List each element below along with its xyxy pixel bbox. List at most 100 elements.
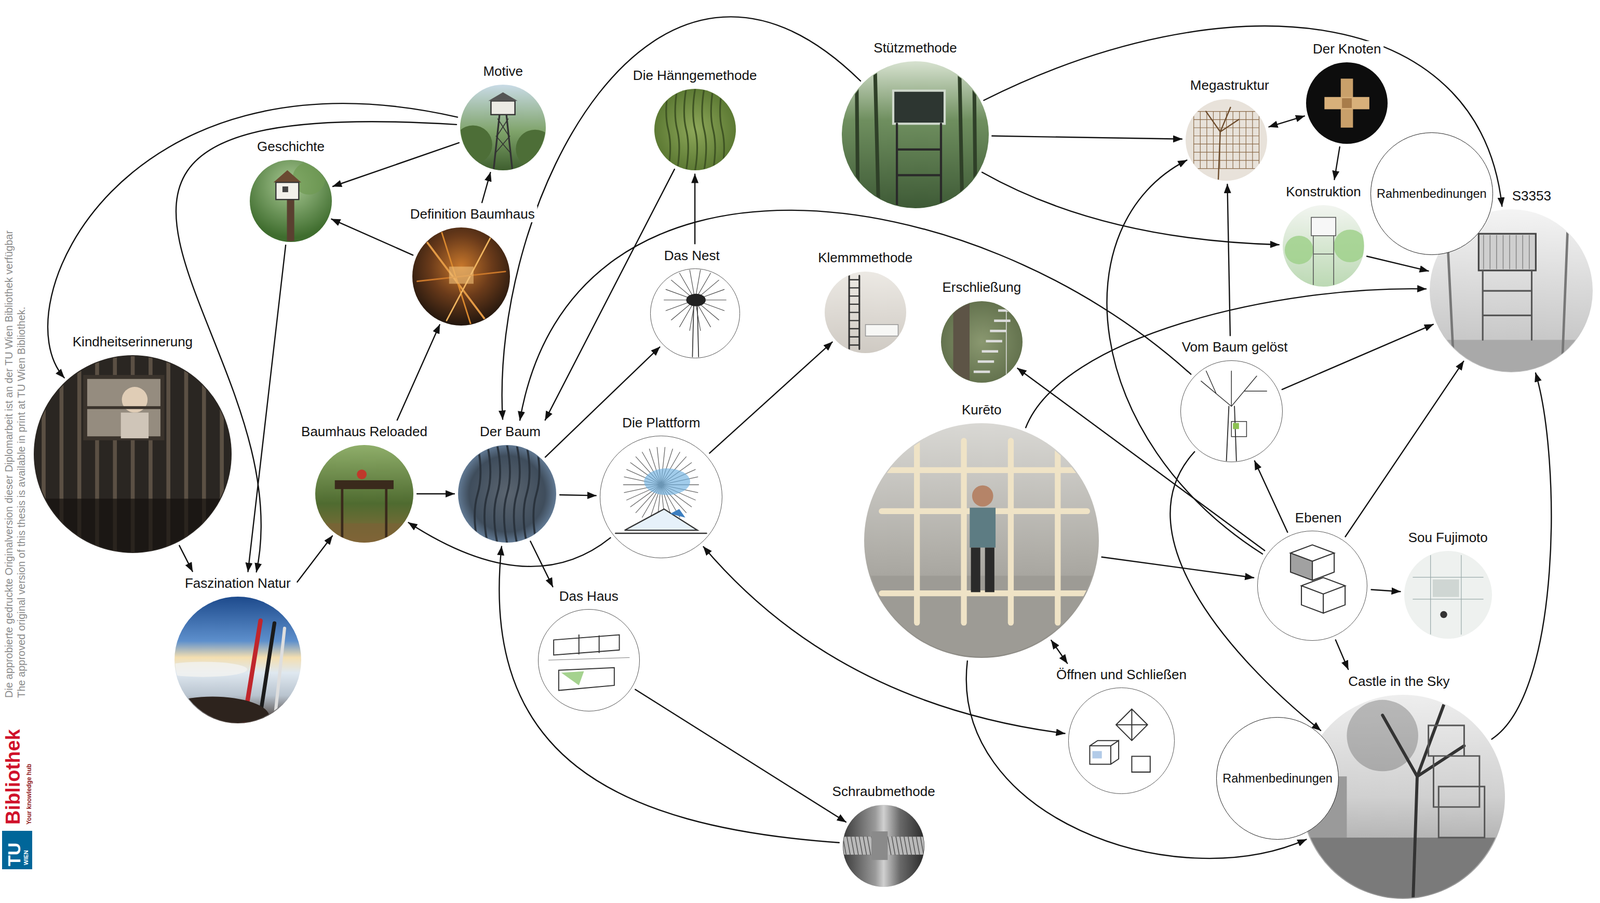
connector [502, 16, 861, 420]
sketch-circle: Öffnen und Schließen [1068, 687, 1175, 794]
illustration-detail [858, 837, 863, 856]
connector [1335, 639, 1349, 670]
circle-illustration [1068, 688, 1174, 793]
node-label: Faszination Natur [182, 575, 294, 592]
node-label: Die Plattform [619, 414, 703, 432]
illustration-detail [315, 523, 414, 544]
connector [481, 172, 491, 203]
illustration-detail [1193, 106, 1260, 181]
circle-illustration [1404, 550, 1492, 639]
connector [1106, 159, 1263, 554]
circle-illustration [1257, 531, 1367, 641]
illustration-detail [1193, 168, 1260, 169]
illustration-detail [972, 485, 994, 507]
illustration-detail [916, 837, 920, 856]
node-label: Der Baum [477, 423, 544, 440]
connector [709, 342, 832, 454]
circle-illustration [1180, 360, 1282, 462]
illustration-detail [846, 837, 851, 856]
circle-illustration [249, 159, 332, 242]
photo-circle: Kurēto [864, 423, 1099, 658]
illustration-detail [446, 237, 491, 321]
illustration-detail [864, 575, 1099, 658]
node-label: Konstruktion [1283, 183, 1364, 200]
node-label: Erschließung [939, 279, 1024, 296]
illustration-detail [1239, 111, 1240, 169]
connector [331, 219, 413, 256]
illustration-detail [523, 445, 530, 544]
illustration-detail [460, 125, 493, 164]
connector [694, 174, 696, 245]
illustration-detail [426, 241, 486, 321]
illustration-detail [1233, 422, 1240, 429]
photo-circle: Konstruktion [1282, 205, 1365, 287]
illustration-detail [287, 198, 295, 242]
watermark-text: The approved original version of this th… [15, 305, 28, 699]
illustration-detail [663, 269, 726, 358]
illustration-detail [849, 287, 860, 289]
illustration-detail [1284, 217, 1365, 288]
illustration-detail [1482, 270, 1532, 341]
connector [1345, 361, 1464, 537]
node-label: Definition Baumhaus [407, 206, 538, 223]
illustration-detail [1440, 611, 1448, 619]
illustration-detail [692, 88, 697, 171]
circle-illustration [600, 436, 722, 558]
circle-text: Rahmenbedinungen [1222, 771, 1333, 786]
illustration-detail [849, 335, 860, 338]
connector [1366, 256, 1429, 272]
illustration-detail [863, 837, 867, 856]
illustration-detail [1382, 705, 1464, 899]
illustration-detail [334, 480, 394, 490]
connector [176, 121, 457, 572]
illustration-detail [973, 370, 990, 373]
illustration-detail [842, 837, 846, 856]
logo-text: Bibliothek [2, 728, 25, 826]
illustration-detail [273, 162, 326, 242]
node-label: Ebenen [1292, 509, 1345, 527]
illustration-detail [504, 445, 510, 544]
illustration-detail [615, 447, 707, 534]
illustration-detail [1201, 370, 1267, 462]
illustration-detail [449, 266, 474, 285]
illustration-detail [506, 114, 513, 171]
node-label: Motive [480, 63, 526, 80]
illustration-detail [1413, 555, 1484, 635]
illustration-detail [560, 671, 584, 686]
node-label: Vom Baum gelöst [1179, 339, 1291, 356]
illustration-detail [849, 275, 860, 349]
illustration-detail [85, 406, 163, 410]
illustration-detail [282, 186, 289, 193]
connector [1491, 372, 1552, 739]
illustration-detail [1200, 111, 1201, 169]
illustration-detail [1290, 544, 1346, 613]
illustration-detail [842, 831, 925, 860]
illustration-detail [1483, 235, 1485, 269]
illustration-detail [624, 508, 698, 531]
illustration-detail [1245, 111, 1247, 169]
circle-illustration [1185, 99, 1268, 181]
photo-circle: Baumhaus Reloaded [315, 445, 414, 544]
illustration-detail [710, 88, 716, 171]
illustration-detail [692, 304, 699, 358]
illustration-detail [1206, 111, 1208, 169]
illustration-detail [908, 837, 912, 856]
illustration-detail [1515, 235, 1517, 269]
circle-illustration [824, 271, 907, 354]
connector [982, 172, 1280, 246]
illustration-detail [202, 355, 207, 554]
photo-circle: Megastruktur [1185, 99, 1268, 181]
illustration-detail [488, 92, 518, 102]
photo-circle: Erschließung [940, 301, 1023, 383]
logo-text: TU [4, 841, 25, 868]
illustration-detail [1432, 579, 1460, 598]
connector [559, 494, 597, 496]
illustration-detail [1252, 111, 1254, 169]
illustration-detail [1132, 756, 1151, 773]
illustration-detail [493, 114, 501, 171]
illustration-detail [849, 278, 860, 280]
logo-text: WIEN [22, 849, 30, 867]
illustration-detail [1090, 741, 1120, 765]
illustration-detail [514, 445, 520, 544]
illustration-detail [494, 445, 501, 544]
